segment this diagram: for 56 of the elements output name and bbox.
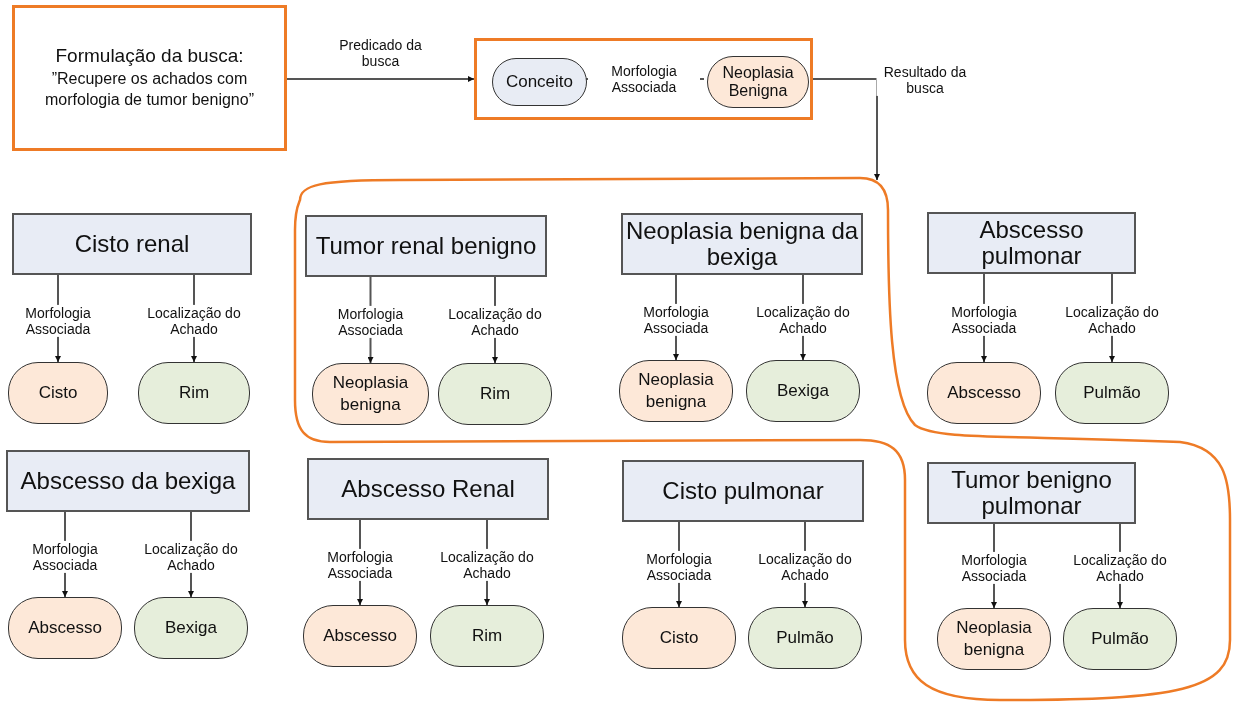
location-pill: [138, 362, 250, 424]
concept-box: [6, 450, 250, 512]
node-label: Bexiga: [165, 618, 217, 638]
node-label: Cisto pulmonar: [662, 477, 824, 505]
morphology-pill: [937, 608, 1051, 670]
morphology-pill: [303, 605, 417, 667]
arrow: [286, 76, 475, 82]
node-label: Cisto: [38, 381, 78, 404]
concept-box: [927, 462, 1136, 524]
location-pill: [430, 605, 544, 667]
node-label: Tumor renal benigno: [315, 232, 537, 260]
morphology-pill: [8, 597, 122, 659]
location-pill: [746, 360, 860, 422]
morphology-pill: [622, 607, 736, 669]
node-label: Abscesso da bexiga: [20, 467, 236, 495]
concept-box: [12, 213, 252, 275]
node-label: Pulmão: [1083, 383, 1141, 403]
node-label: Tumor benigno pulmonar: [950, 466, 1113, 520]
node-label: Rim: [471, 626, 503, 646]
node-label: Conceito: [505, 72, 574, 92]
node-label: Neoplasia benigna da bexiga: [624, 217, 860, 271]
arrow: [812, 78, 880, 181]
node-label: Cisto: [659, 626, 699, 649]
node-label: Abscesso: [947, 381, 1021, 404]
morphology-pill: [312, 363, 429, 425]
location-pill: [1063, 608, 1177, 670]
morphology-pill: [927, 362, 1041, 424]
location-pill: [748, 607, 862, 669]
concept-box: [622, 460, 864, 522]
value-pill: [707, 56, 809, 108]
node-label: Pulmão: [1091, 629, 1149, 649]
morphology-pill: [8, 362, 108, 424]
node-label: Neoplasia benigna: [637, 368, 715, 413]
node-label: Pulmão: [776, 628, 834, 648]
location-pill: [134, 597, 248, 659]
node-label: Abscesso: [28, 616, 102, 639]
query-heading: Formulação da busca:: [55, 45, 244, 68]
node-label: Neoplasia Benigna: [721, 64, 795, 100]
node-label: Neoplasia benigna: [955, 616, 1033, 661]
query-text: ”Recupere os achados com morfologia de tumor benigno”: [44, 69, 255, 110]
node-label: Abscesso pulmonar: [978, 216, 1085, 270]
concept-pill: [492, 58, 587, 106]
concept-box: [305, 215, 547, 277]
location-pill: [1055, 362, 1169, 424]
node-label: Rim: [479, 384, 511, 404]
concept-box: [927, 212, 1136, 274]
concept-box: [307, 458, 549, 520]
location-pill: [438, 363, 552, 425]
node-label: Rim: [178, 383, 210, 403]
node-label: Neoplasia benigna: [331, 371, 410, 416]
query-box: [12, 5, 287, 151]
node-label: Bexiga: [777, 381, 829, 401]
node-label: Abscesso Renal: [341, 475, 515, 503]
node-label: Cisto renal: [74, 230, 190, 258]
morphology-pill: [619, 360, 733, 422]
node-label: Abscesso: [323, 624, 397, 647]
